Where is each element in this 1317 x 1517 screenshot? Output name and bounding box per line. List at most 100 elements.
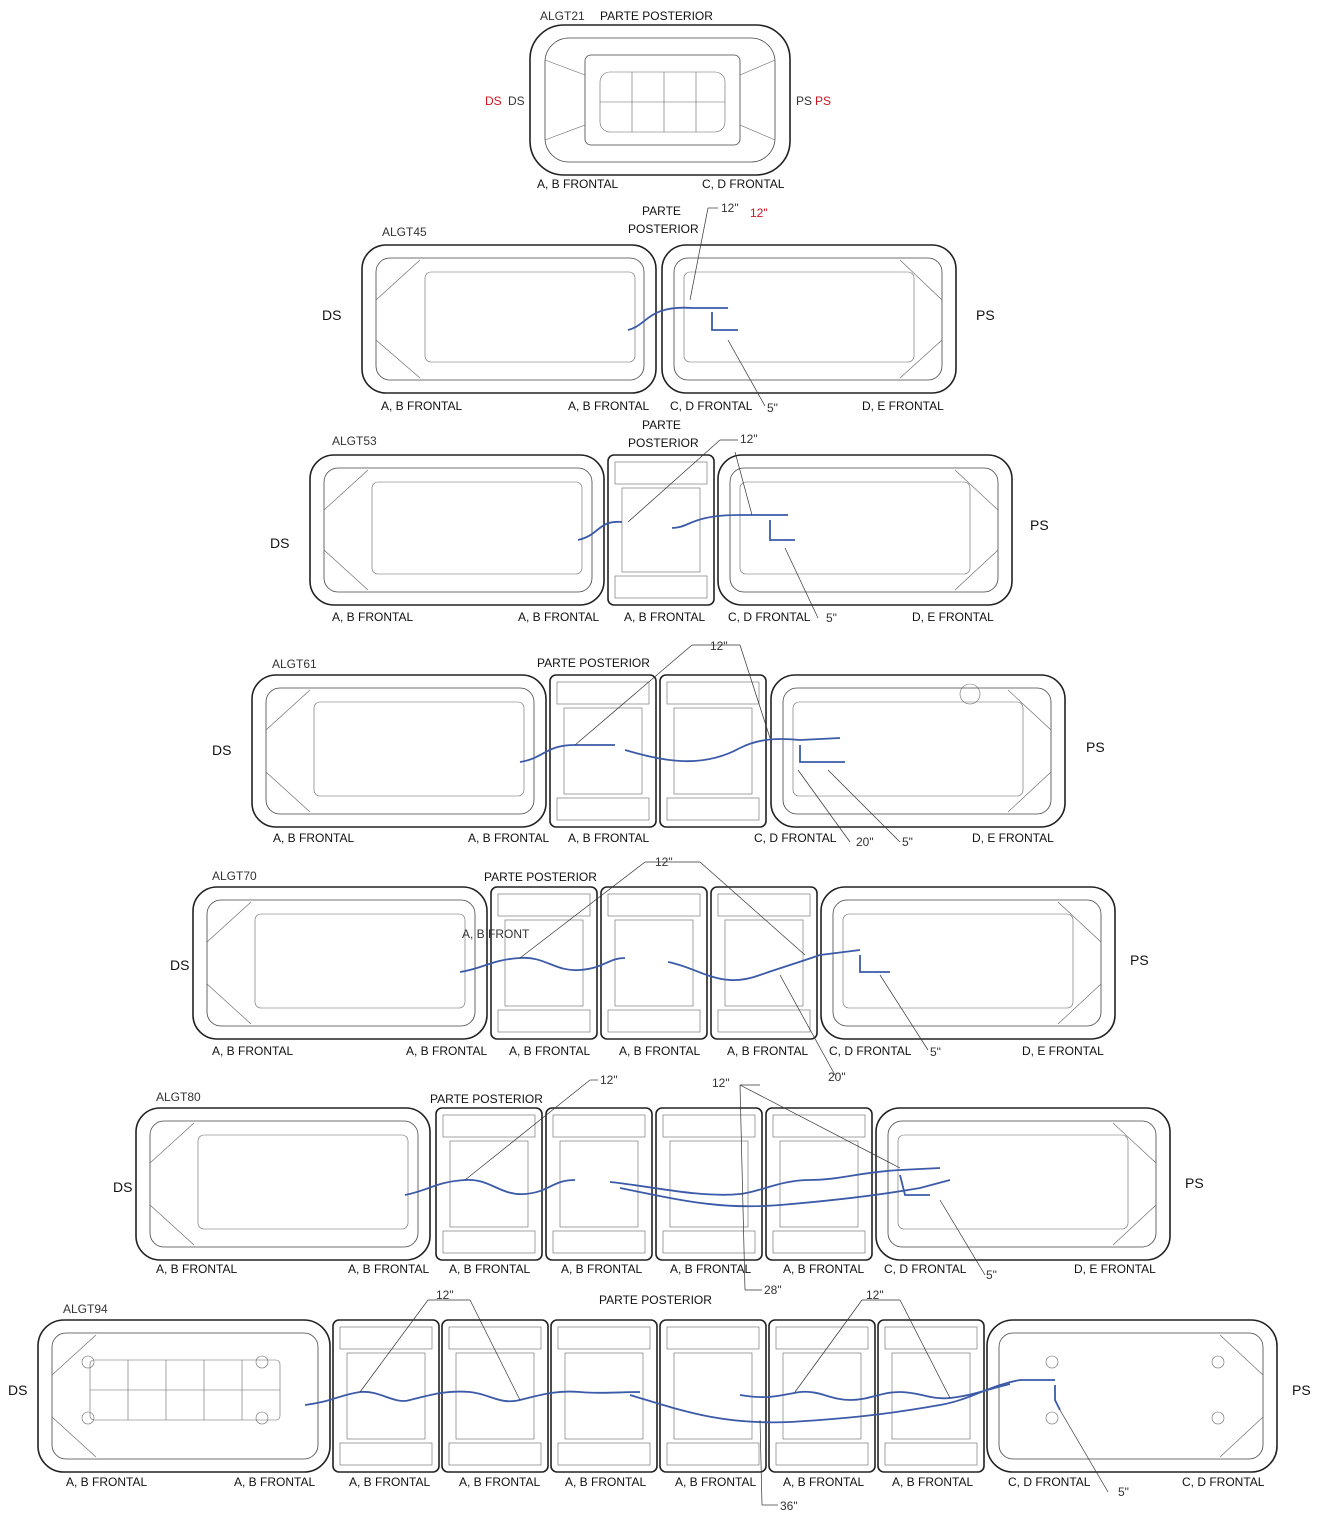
bar-algt45-cable-12: 12"	[721, 201, 739, 215]
bar-algt53-ds: DS	[270, 535, 289, 551]
bar-algt53-ps: PS	[1030, 517, 1049, 533]
bar-algt80-rear-label: PARTE POSTERIOR	[430, 1092, 543, 1106]
bar-algt70-rear-label: PARTE POSTERIOR	[484, 870, 597, 884]
bar-algt70-front-2: A, B FRONTAL	[509, 1044, 590, 1058]
bar-algt80: ALGT80 PARTE POSTERIOR 12" 12" 28" 5" DS…	[113, 1073, 1204, 1297]
bar-algt21-front-0: A, B FRONTAL	[537, 177, 618, 191]
bar-algt70-ps: PS	[1130, 952, 1149, 968]
bar-algt45-front-1: A, B FRONTAL	[568, 399, 649, 413]
bar-algt61-rear-label: PARTE POSTERIOR	[537, 656, 650, 670]
bar-algt94-front-9: C, D FRONTAL	[1182, 1475, 1265, 1489]
bar-algt94-cable-5: 5"	[1118, 1485, 1129, 1499]
bar-algt53-front-3: C, D FRONTAL	[728, 610, 811, 624]
bar-algt21-ps-red: PS	[815, 94, 831, 108]
bar-algt45-cable-12-red: 12"	[750, 206, 768, 220]
bar-algt53-cable-12: 12"	[740, 432, 758, 446]
bar-algt80-model: ALGT80	[156, 1090, 201, 1104]
bar-algt70-cable-20: 20"	[828, 1070, 846, 1084]
bar-algt94-front-8: C, D FRONTAL	[1008, 1475, 1091, 1489]
bar-algt53: ALGT53 PARTE POSTERIOR 12" 5" DS PS A, B…	[270, 418, 1049, 625]
bar-algt94-front-6: A, B FRONTAL	[783, 1475, 864, 1489]
bar-algt94-rear-label: PARTE POSTERIOR	[599, 1293, 712, 1307]
bar-algt70-front-0: A, B FRONTAL	[212, 1044, 293, 1058]
bar-algt94-ds: DS	[8, 1382, 27, 1398]
bar-algt61-front-1: A, B FRONTAL	[468, 831, 549, 845]
bar-algt70-inner-note: A, B FRONT	[462, 927, 530, 941]
bar-algt94-front-0: A, B FRONTAL	[66, 1475, 147, 1489]
bar-algt94-front-4: A, B FRONTAL	[565, 1475, 646, 1489]
bar-algt61: ALGT61 PARTE POSTERIOR 12" 20" 5" DS PS …	[212, 639, 1105, 849]
bar-algt80-front-6: C, D FRONTAL	[884, 1262, 967, 1276]
bar-algt53-front-1: A, B FRONTAL	[518, 610, 599, 624]
bar-algt94-cable-36: 36"	[780, 1499, 798, 1513]
bar-algt61-cable-5: 5"	[902, 835, 913, 849]
bar-algt94: ALGT94 PARTE POSTERIOR 12" 12" 36" 5" DS…	[8, 1288, 1311, 1513]
bar-algt45-rear-line-0: PARTE	[642, 204, 681, 218]
bar-algt61-cable-20: 20"	[856, 835, 874, 849]
bar-algt70: ALGT70 PARTE POSTERIOR A, B FRONT 12" 5"…	[170, 855, 1149, 1084]
bar-algt45-ds: DS	[322, 307, 341, 323]
bar-algt61-ds: DS	[212, 742, 231, 758]
bar-algt94-front-7: A, B FRONTAL	[892, 1475, 973, 1489]
bar-algt45-ps: PS	[976, 307, 995, 323]
bar-algt80-cable-28: 28"	[764, 1283, 782, 1297]
bar-algt70-cable-12: 12"	[655, 855, 673, 869]
bar-algt45-front-3: D, E FRONTAL	[862, 399, 944, 413]
bar-algt70-cable-5: 5"	[930, 1045, 941, 1059]
bar-algt94-model: ALGT94	[63, 1302, 108, 1316]
bar-algt45-front-2: C, D FRONTAL	[670, 399, 753, 413]
bar-algt80-ds: DS	[113, 1179, 132, 1195]
bar-algt94-front-1: A, B FRONTAL	[234, 1475, 315, 1489]
bar-algt45-rear-line-1: POSTERIOR	[628, 222, 699, 236]
bar-algt61-model: ALGT61	[272, 657, 317, 671]
bar-algt80-front-1: A, B FRONTAL	[348, 1262, 429, 1276]
bar-algt70-front-3: A, B FRONTAL	[619, 1044, 700, 1058]
bar-algt94-ps: PS	[1292, 1382, 1311, 1398]
bar-algt80-front-3: A, B FRONTAL	[561, 1262, 642, 1276]
bar-algt80-ps: PS	[1185, 1175, 1204, 1191]
bar-algt70-front-1: A, B FRONTAL	[406, 1044, 487, 1058]
bar-algt21-ps: PS	[796, 94, 812, 108]
bar-algt94-cable-12-b: 12"	[866, 1288, 884, 1302]
bar-algt61-ps: PS	[1086, 739, 1105, 755]
bar-algt80-cable-12-b: 12"	[712, 1076, 730, 1090]
bar-algt70-front-5: C, D FRONTAL	[829, 1044, 912, 1058]
bar-algt53-rear-line-0: PARTE	[642, 418, 681, 432]
bar-algt45-front-0: A, B FRONTAL	[381, 399, 462, 413]
bar-algt94-cable-12-a: 12"	[436, 1288, 454, 1302]
bar-algt53-front-4: D, E FRONTAL	[912, 610, 994, 624]
bar-algt61-front-3: C, D FRONTAL	[754, 831, 837, 845]
bar-algt45-model: ALGT45	[382, 225, 427, 239]
bar-algt61-cable-12: 12"	[710, 639, 728, 653]
bar-algt53-model: ALGT53	[332, 434, 377, 448]
bar-algt94-front-2: A, B FRONTAL	[349, 1475, 430, 1489]
bar-algt61-front-4: D, E FRONTAL	[972, 831, 1054, 845]
bar-algt80-front-2: A, B FRONTAL	[449, 1262, 530, 1276]
bar-algt80-cable-5: 5"	[986, 1268, 997, 1282]
bar-algt80-front-4: A, B FRONTAL	[670, 1262, 751, 1276]
bar-algt61-front-2: A, B FRONTAL	[568, 831, 649, 845]
bar-algt70-model: ALGT70	[212, 869, 257, 883]
bar-algt45-cable-5: 5"	[767, 401, 778, 415]
bar-algt61-front-0: A, B FRONTAL	[273, 831, 354, 845]
bar-algt70-ds: DS	[170, 957, 189, 973]
bar-algt80-front-7: D, E FRONTAL	[1074, 1262, 1156, 1276]
bar-algt53-rear-line-1: POSTERIOR	[628, 436, 699, 450]
bar-algt53-cable-5: 5"	[826, 611, 837, 625]
bar-algt21-model: ALGT21	[540, 9, 585, 23]
bar-algt80-front-5: A, B FRONTAL	[783, 1262, 864, 1276]
bar-algt21-rear-label: PARTE POSTERIOR	[600, 9, 713, 23]
bar-algt94-front-3: A, B FRONTAL	[459, 1475, 540, 1489]
bar-algt45: ALGT45 PARTE POSTERIOR 12" 12" 5" DS PS …	[322, 201, 995, 415]
bar-algt21-front-1: C, D FRONTAL	[702, 177, 785, 191]
bar-algt70-front-6: D, E FRONTAL	[1022, 1044, 1104, 1058]
bar-algt94-front-5: A, B FRONTAL	[675, 1475, 756, 1489]
bar-algt70-front-4: A, B FRONTAL	[727, 1044, 808, 1058]
bar-algt21-ds-red: DS	[485, 94, 502, 108]
bar-algt21: ALGT21 PARTE POSTERIOR DS DS PS PS A, B …	[485, 9, 831, 191]
bar-algt53-front-0: A, B FRONTAL	[332, 610, 413, 624]
bar-algt80-front-0: A, B FRONTAL	[156, 1262, 237, 1276]
bar-algt21-ds: DS	[508, 94, 525, 108]
bar-algt80-cable-12-a: 12"	[600, 1073, 618, 1087]
